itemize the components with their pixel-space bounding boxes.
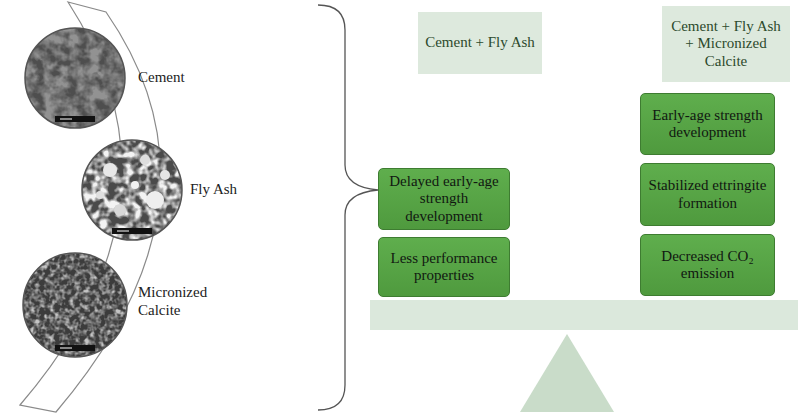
calcite-micrograph [23,253,127,357]
fly-ash-micrograph [82,140,182,240]
cement-micrograph [25,28,125,128]
fulcrum-triangle [520,334,614,412]
balance-beam [370,300,798,330]
box-text: Cement + Fly Ash + Micronized Calcite [662,18,790,70]
property-box: Early-age strength development [640,93,775,155]
header-box: Cement + Fly Ash [418,12,542,74]
material-label: Fly Ash [190,180,280,198]
box-text: Stabilized ettringite formation [641,177,774,212]
header-box: Cement + Fly Ash + Micronized Calcite [662,6,790,82]
property-box: Delayed early-age strength development [378,168,510,230]
curly-brace [318,5,378,410]
box-text: Early-age strength development [641,107,774,142]
material-label: Cement [138,68,228,86]
box-text: Cement + Fly Ash [420,34,540,51]
material-label: Micronized Calcite [138,283,228,319]
box-text: Less performance properties [379,250,509,285]
property-box: Stabilized ettringite formation [640,163,775,226]
box-text: Decreased CO₂ emission [641,248,774,283]
box-text: Delayed early-age strength development [379,173,509,225]
property-box: Less performance properties [378,237,510,297]
property-box: Decreased CO₂ emission [640,234,775,296]
